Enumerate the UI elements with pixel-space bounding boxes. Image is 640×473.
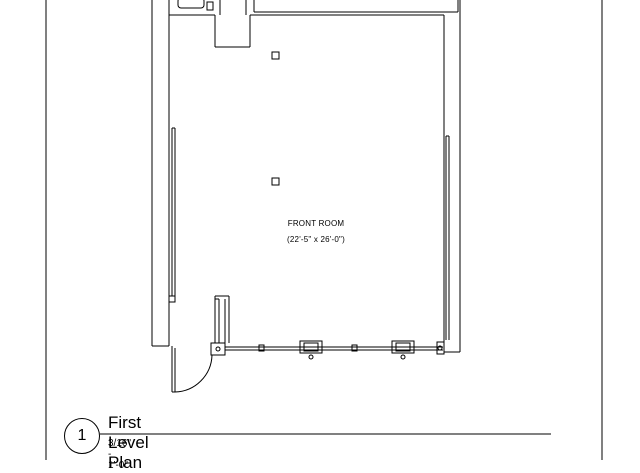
toilet-fixture <box>177 0 205 9</box>
fixture-box <box>206 1 214 11</box>
drawing-sheet: FRONT ROOM (22'-5" x 26'-0") 1 First Lev… <box>45 0 603 472</box>
column-middle <box>271 177 280 186</box>
plan-scale: 3/16" - 1'-0" <box>108 438 132 471</box>
mullion-left <box>299 340 323 360</box>
room-name-label: FRONT ROOM <box>287 219 345 228</box>
left-wall <box>151 0 215 347</box>
mullion-right <box>391 340 415 360</box>
entry-door-jamb <box>210 295 230 356</box>
column-upper <box>271 51 280 60</box>
door-post <box>210 342 226 356</box>
entry-door <box>171 346 213 393</box>
plan-number-bubble: 1 <box>64 418 100 454</box>
upper-walls <box>177 0 459 48</box>
right-wall <box>443 0 461 353</box>
floor-plan <box>45 0 603 460</box>
room-dimensions-label: (22'-5" x 26'-0") <box>287 235 345 244</box>
storefront-wall <box>225 341 445 355</box>
